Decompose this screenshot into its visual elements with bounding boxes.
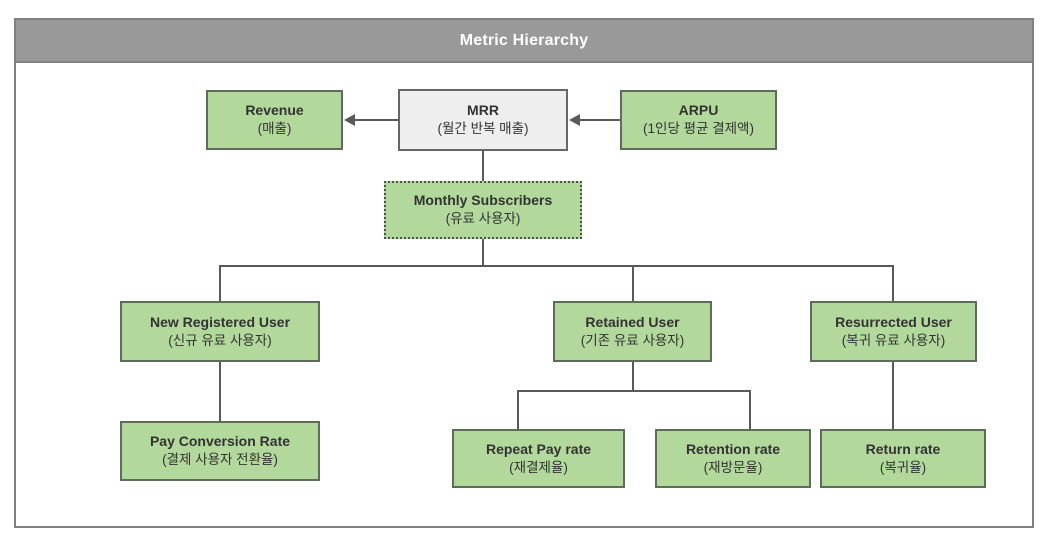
- connector-arpu-to-mrr: [580, 119, 620, 121]
- node-monthly-subscribers-label-ko: (유료 사용자): [445, 211, 521, 227]
- node-return-rate-label-ko: (복귀율): [879, 459, 927, 475]
- node-repeat-pay-rate-label-en: Repeat Pay rate: [485, 440, 592, 457]
- connector-new-user-to-pay-conversion: [219, 362, 221, 421]
- connector-bus-main: [219, 265, 893, 267]
- node-repeat-pay-rate-label-ko: (재결제율): [509, 459, 568, 475]
- node-monthly-subscribers-label-en: Monthly Subscribers: [413, 192, 553, 209]
- node-retention-rate[interactable]: Retention rate (재방문율): [655, 429, 811, 488]
- node-arpu-label-en: ARPU: [678, 102, 719, 119]
- node-retention-rate-label-en: Retention rate: [685, 440, 781, 457]
- node-revenue[interactable]: Revenue (매출): [206, 90, 343, 150]
- arrowhead-revenue: [344, 114, 355, 126]
- connector-mrr-to-subscribers: [482, 150, 484, 181]
- connector-bus-to-new-user: [219, 265, 221, 302]
- node-resurrected-user-label-en: Resurrected User: [835, 313, 952, 330]
- node-revenue-label-en: Revenue: [245, 102, 304, 119]
- node-retained-user[interactable]: Retained User (기존 유료 사용자): [553, 301, 712, 362]
- node-new-registered-user[interactable]: New Registered User (신규 유료 사용자): [120, 301, 320, 362]
- page-title: Metric Hierarchy: [459, 31, 589, 49]
- node-mrr[interactable]: MRR (월간 반복 매출): [398, 89, 568, 151]
- node-mrr-label-en: MRR: [467, 102, 499, 119]
- node-new-registered-user-label-en: New Registered User: [149, 313, 291, 330]
- node-monthly-subscribers[interactable]: Monthly Subscribers (유료 사용자): [384, 181, 582, 239]
- node-revenue-label-ko: (매출): [257, 121, 292, 137]
- connector-mrr-to-revenue: [355, 119, 398, 121]
- node-pay-conversion-rate[interactable]: Pay Conversion Rate (결제 사용자 전환율): [120, 421, 320, 481]
- node-retained-user-label-ko: (기존 유료 사용자): [580, 332, 685, 348]
- connector-subbus-to-repeat: [517, 390, 519, 429]
- connector-subbus-to-retention: [749, 390, 751, 429]
- arrowhead-mrr: [569, 114, 580, 126]
- node-retained-user-label-en: Retained User: [585, 313, 680, 330]
- node-arpu[interactable]: ARPU (1인당 평균 결제액): [620, 90, 777, 150]
- node-resurrected-user[interactable]: Resurrected User (복귀 유료 사용자): [810, 301, 977, 362]
- node-pay-conversion-rate-label-ko: (결제 사용자 전환율): [162, 452, 278, 468]
- node-resurrected-user-label-ko: (복귀 유료 사용자): [841, 332, 946, 348]
- node-repeat-pay-rate[interactable]: Repeat Pay rate (재결제율): [452, 429, 625, 488]
- connector-subscribers-to-bus: [482, 239, 484, 266]
- connector-retained-to-subbus: [632, 362, 634, 390]
- node-arpu-label-ko: (1인당 평균 결제액): [643, 121, 754, 137]
- title-bar: Metric Hierarchy: [14, 18, 1034, 63]
- node-return-rate-label-en: Return rate: [865, 440, 941, 457]
- connector-bus-to-retained: [632, 265, 634, 302]
- node-new-registered-user-label-ko: (신규 유료 사용자): [168, 332, 272, 348]
- node-retention-rate-label-ko: (재방문율): [703, 459, 763, 475]
- node-pay-conversion-rate-label-en: Pay Conversion Rate: [149, 433, 291, 450]
- connector-bus-to-resurrected: [892, 265, 894, 302]
- connector-subbus-retained: [517, 390, 749, 392]
- connector-resurrected-to-return: [892, 362, 894, 429]
- node-mrr-label-ko: (월간 반복 매출): [437, 121, 529, 137]
- node-return-rate[interactable]: Return rate (복귀율): [820, 429, 986, 488]
